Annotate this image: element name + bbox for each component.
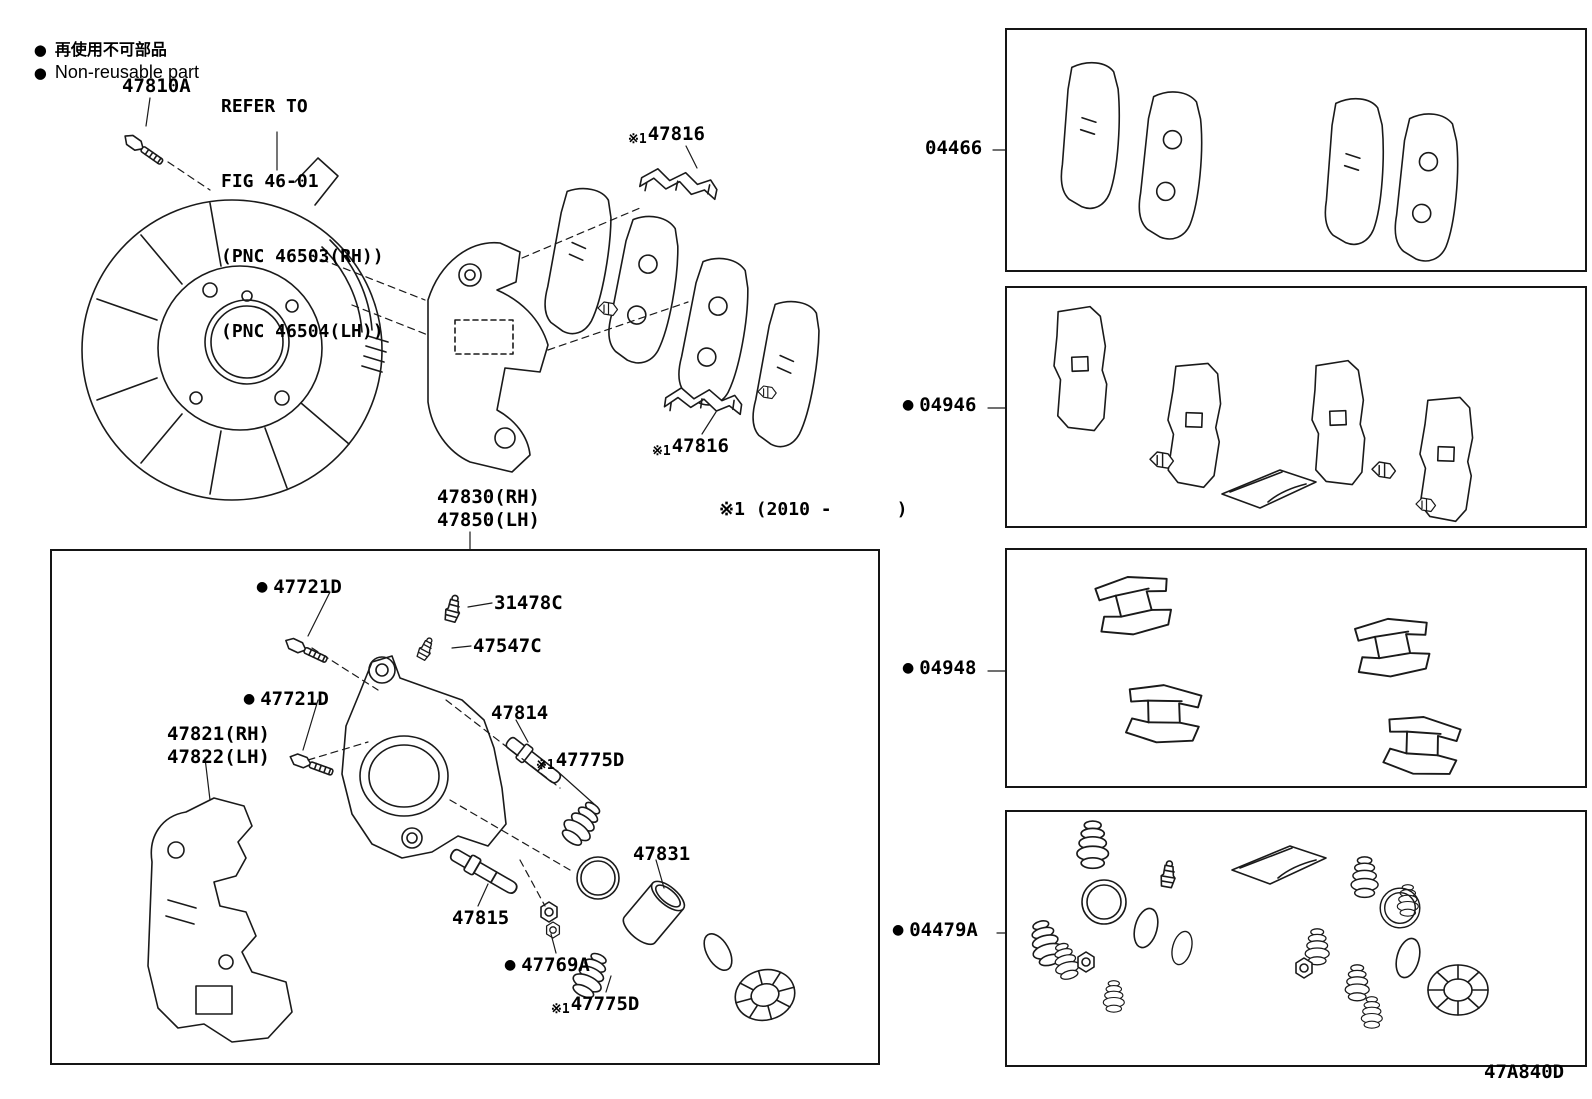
label-04946: ●04946 — [902, 395, 976, 416]
label-47775D-upper: ※147775D — [536, 749, 625, 773]
label-47850-lh: 47850(LH) — [437, 509, 540, 531]
torque-member-art — [147, 797, 293, 1043]
label-text: 47721D — [260, 688, 329, 710]
note-ref-mark: ※1 — [652, 444, 671, 459]
label-text: 47775D — [570, 993, 640, 1015]
refer-note: REFER TO FIG 46-01 (PNC 46503(RH)) (PNC … — [221, 44, 384, 394]
leader-lines — [145, 97, 1006, 993]
label-31478C: 31478C — [494, 592, 563, 614]
label-47810A: 47810A — [122, 75, 191, 97]
non-reusable-dot-icon: ● — [902, 397, 915, 413]
footnote-2010: ※1 (2010 - ) — [719, 499, 908, 520]
legend-jp-row: ● 再使用不可部品 — [16, 18, 167, 78]
note-ref-mark: ※1 — [628, 132, 647, 147]
note-ref-mark: ※1 — [551, 1002, 570, 1017]
label-47721D-upper: ●47721D — [256, 577, 342, 598]
non-reusable-dot-icon: ● — [256, 579, 269, 595]
label-04948: ●04948 — [902, 658, 976, 679]
kit-box-04466 — [1005, 28, 1587, 272]
non-reusable-dot-icon: ● — [33, 41, 47, 59]
label-text: 04479A — [909, 919, 978, 941]
refer-note-line: (PNC 46503(RH)) — [221, 246, 384, 267]
kit-box-04948 — [1005, 548, 1587, 788]
label-text: 04948 — [919, 657, 977, 679]
label-04466: 04466 — [925, 137, 983, 159]
diagram-code: 47A840D — [1484, 1061, 1565, 1083]
label-text: 04946 — [919, 394, 977, 416]
label-47816-bottom: ※147816 — [652, 435, 729, 459]
label-text: 47816 — [647, 123, 705, 145]
non-reusable-dot-icon: ● — [902, 660, 915, 676]
label-04479A: ●04479A — [892, 920, 978, 941]
label-47814: 47814 — [491, 702, 549, 724]
legend-en-row: ● Non-reusable part — [16, 44, 199, 101]
non-reusable-dot-icon: ● — [33, 64, 47, 82]
label-47769A: ●47769A — [504, 955, 590, 976]
label-47822-lh: 47822(LH) — [167, 746, 270, 768]
refer-note-line: FIG 46-01 — [221, 171, 319, 192]
label-47816-top: ※147816 — [628, 123, 705, 147]
main-assembly-box — [50, 549, 880, 1065]
refer-note-line: REFER TO — [221, 96, 308, 117]
caliper-body-art — [341, 655, 507, 859]
non-reusable-dot-icon: ● — [504, 957, 517, 973]
bracket-art — [427, 241, 549, 473]
label-47831: 47831 — [633, 843, 691, 865]
label-47815: 47815 — [452, 907, 510, 929]
label-47830-rh: 47830(RH) — [437, 486, 540, 508]
refer-note-line: (PNC 46504(LH)) — [221, 321, 384, 342]
assembly-dashes — [167, 161, 689, 907]
label-47821-rh: 47821(RH) — [167, 723, 270, 745]
label-text: 47769A — [521, 954, 590, 976]
label-47775D-lower: ※147775D — [551, 993, 640, 1017]
kit-box-04479A — [1005, 810, 1587, 1067]
legend-en-text: Non-reusable part — [54, 62, 199, 82]
kit-box-04946 — [1005, 286, 1587, 528]
label-text: 47816 — [671, 435, 729, 457]
dust-cover-art — [81, 157, 389, 501]
non-reusable-dot-icon: ● — [892, 922, 905, 938]
label-47547C: 47547C — [473, 635, 542, 657]
label-47721D-lower: ●47721D — [243, 689, 329, 710]
note-ref-mark: ※1 — [536, 758, 555, 773]
label-text: 47721D — [273, 576, 342, 598]
legend-jp-text: 再使用不可部品 — [54, 42, 167, 59]
non-reusable-dot-icon: ● — [243, 691, 256, 707]
label-text: 47775D — [555, 749, 625, 771]
